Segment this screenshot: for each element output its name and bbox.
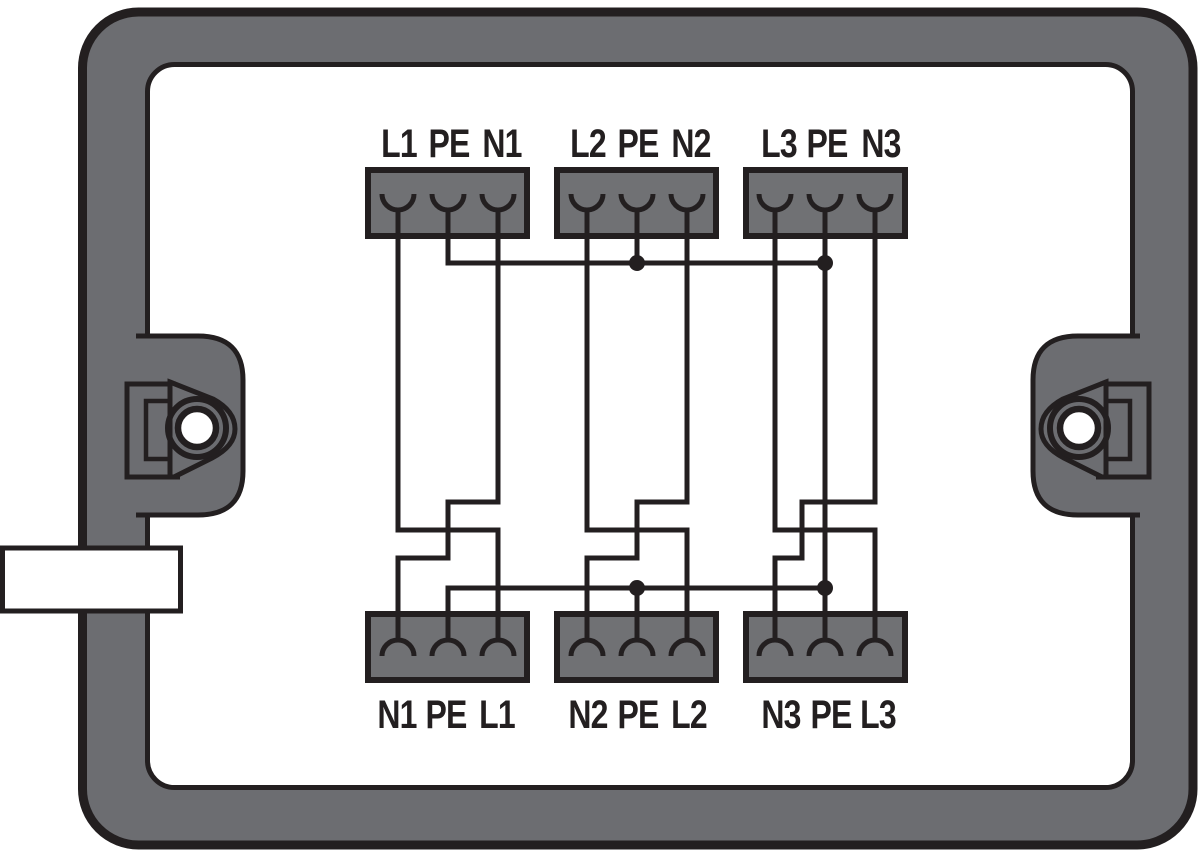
junctions	[629, 255, 833, 596]
terminal-blocks-top	[365, 167, 908, 239]
terminal-contact-icon	[756, 193, 794, 233]
terminal-contact-icon	[568, 617, 606, 657]
wire-l3	[772, 210, 878, 641]
terminal-label: PE	[617, 121, 658, 166]
terminal-contact-icon	[668, 617, 706, 657]
terminal-contact-icon	[429, 617, 467, 657]
terminal-blocks-bottom	[365, 611, 908, 683]
terminal-block-bottom-1	[365, 611, 530, 683]
terminal-block-top-1	[365, 167, 530, 239]
terminal-contact-icon	[856, 617, 894, 657]
wire-n3	[772, 210, 878, 641]
wire-n2	[584, 210, 690, 641]
terminal-label: L1	[479, 692, 515, 737]
mounting-bracket-inner	[1096, 398, 1133, 462]
terminal-label: PE	[810, 692, 851, 737]
terminal-label: L2	[671, 692, 707, 737]
terminal-block-bottom-3	[743, 611, 908, 683]
mounting-tab-left	[124, 333, 246, 518]
labels-bottom: N1 PE L1 N2 PE L2 N3 PE L3	[377, 692, 896, 737]
terminal-label: N3	[761, 692, 800, 737]
terminal-label: L1	[381, 121, 417, 166]
terminal-block-top-2	[554, 167, 719, 239]
terminal-block-bottom-2	[554, 611, 719, 683]
terminal-label: L3	[860, 692, 896, 737]
screw-ring-icon	[165, 396, 229, 460]
junction-dot	[817, 580, 833, 596]
mounting-bracket-inner	[143, 398, 180, 462]
terminal-contact-icon	[668, 193, 706, 233]
terminal-contact-icon	[379, 617, 417, 657]
junction-dot	[629, 580, 645, 596]
terminal-contact-icon	[806, 193, 844, 233]
terminal-contact-icon	[618, 617, 656, 657]
labels-top: L1 PE N1 L2 PE N2 L3 PE N3	[381, 121, 901, 166]
terminal-label: PE	[617, 692, 658, 737]
terminal-contact-icon	[756, 617, 794, 657]
terminal-label: N2	[568, 692, 607, 737]
terminal-contact-icon	[618, 193, 656, 233]
terminal-contact-icon	[568, 193, 606, 233]
mounting-bracket-outer	[1096, 381, 1152, 480]
terminal-label: N3	[861, 121, 900, 166]
mounting-bracket-outer	[124, 381, 180, 480]
terminal-contact-icon	[479, 617, 517, 657]
screw-hole-icon	[1056, 405, 1102, 451]
terminal-label: L3	[761, 121, 797, 166]
terminal-contact-icon	[806, 617, 844, 657]
mounting-tab-right	[1030, 333, 1152, 518]
terminal-label: N1	[377, 692, 417, 737]
wire-n1	[395, 210, 501, 641]
terminal-label: PE	[806, 121, 847, 166]
terminal-contact-icon	[429, 193, 467, 233]
terminal-contact-icon	[379, 193, 417, 233]
cable-entry	[0, 545, 183, 614]
terminal-label: PE	[428, 121, 469, 166]
terminal-label: L2	[570, 121, 606, 166]
terminal-label: N1	[482, 121, 522, 166]
terminal-label: N2	[671, 121, 710, 166]
junction-dot	[817, 255, 833, 271]
terminal-contact-icon	[856, 193, 894, 233]
screw-hole-icon	[174, 405, 220, 451]
terminal-contact-icon	[479, 193, 517, 233]
terminal-block-top-3	[743, 167, 908, 239]
screw-ring-icon	[1047, 396, 1111, 460]
junction-dot	[629, 255, 645, 271]
terminal-label: PE	[425, 692, 466, 737]
